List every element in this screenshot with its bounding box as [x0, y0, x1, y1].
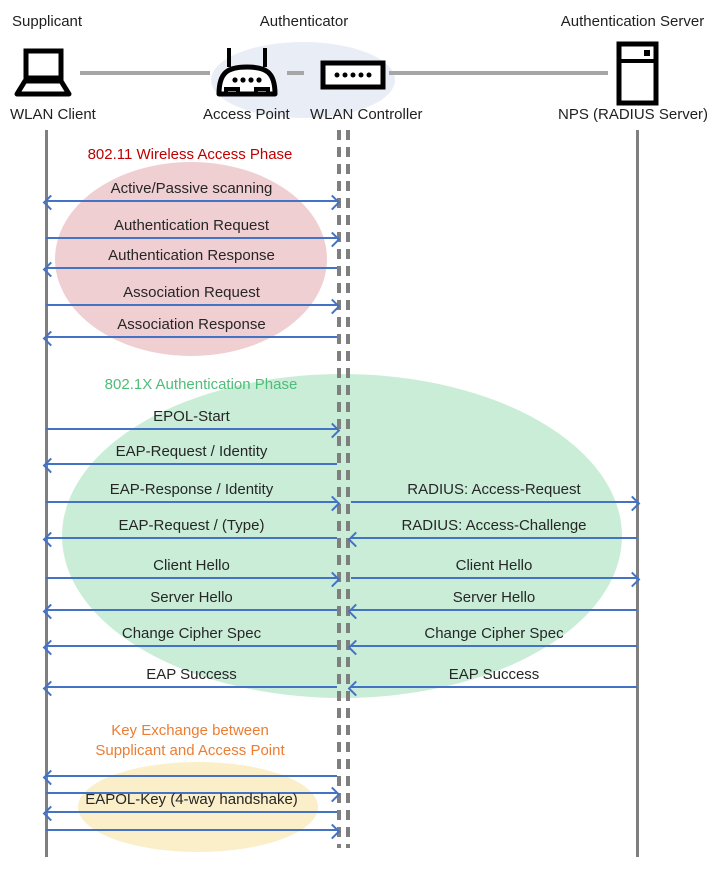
arrow-line — [351, 537, 637, 539]
arrow-line — [46, 686, 337, 688]
phase-ellipse-key-exchange — [78, 762, 318, 852]
arrow-line — [351, 501, 637, 503]
message-label: EPOL-Start — [153, 408, 230, 425]
auth-server-role-label: Authentication Server — [560, 13, 705, 30]
wlan-controller-label: WLAN Controller — [310, 106, 423, 123]
arrow-line — [46, 501, 337, 503]
authenticator-lifeline-dashed-left — [337, 130, 341, 848]
message-label: RADIUS: Access-Request — [407, 481, 581, 498]
arrow-line — [351, 686, 637, 688]
arrow-line — [46, 577, 337, 579]
connector-ap-to-controller — [287, 71, 304, 75]
arrow-line — [46, 267, 337, 269]
message-label: Authentication Request — [113, 217, 270, 234]
supplicant-role-label: Supplicant — [12, 13, 83, 30]
phase-ellipse-80211 — [55, 162, 327, 356]
connector-controller-to-server — [389, 71, 608, 75]
message-label: Association Response — [117, 316, 266, 333]
arrowhead-right-icon — [324, 823, 341, 839]
arrow-line — [46, 811, 337, 813]
arrow-line — [46, 336, 337, 338]
arrow-line — [46, 609, 337, 611]
nps-radius-server-label: NPS (RADIUS Server) — [558, 106, 709, 123]
server-icon — [616, 41, 660, 106]
message-label: EAP-Request / (Type) — [118, 517, 265, 534]
arrow-line — [46, 304, 337, 306]
phase-title-key-exchange: Key Exchange between Supplicant and Acce… — [84, 721, 296, 761]
arrow-line — [46, 775, 337, 777]
access-point-icon — [212, 44, 282, 101]
arrow-line — [351, 645, 637, 647]
message-label: Change Cipher Spec — [121, 625, 262, 642]
authenticator-lifeline-dashed-right — [346, 130, 350, 848]
phase-title-key-line1: Key Exchange between — [111, 722, 269, 739]
message-label: Client Hello — [455, 557, 533, 574]
message-label: Active/Passive scanning — [110, 180, 273, 197]
message-label: EAP-Response / Identity — [109, 481, 274, 498]
connector-client-to-ap — [80, 71, 210, 75]
message-label: EAP-Request / Identity — [115, 443, 268, 460]
message-label: EAP Success — [448, 666, 540, 683]
authenticator-role-label: Authenticator — [259, 13, 349, 30]
message-label: EAPOL-Key (4-way handshake) — [85, 791, 298, 808]
wlan-client-label: WLAN Client — [10, 106, 96, 123]
supplicant-lifeline — [45, 130, 48, 857]
message-label: EAP Success — [146, 666, 237, 683]
laptop-icon — [10, 48, 76, 98]
phase-title-8021x: 802.1X Authentication Phase — [104, 376, 298, 393]
message-label: Client Hello — [153, 557, 230, 574]
arrow-line — [46, 428, 337, 430]
arrow-line — [46, 829, 337, 831]
message-label: Server Hello — [150, 589, 233, 606]
arrow-line — [351, 609, 637, 611]
access-point-label: Access Point — [203, 106, 290, 123]
message-label: Change Cipher Spec — [424, 625, 564, 642]
message-label: Authentication Response — [108, 247, 275, 264]
arrow-line — [351, 577, 637, 579]
arrow-line — [46, 200, 337, 202]
arrow-line — [46, 237, 337, 239]
auth-server-lifeline — [636, 130, 639, 857]
arrowhead-left-icon — [42, 769, 59, 785]
wlan-controller-icon — [320, 60, 386, 90]
arrow-line — [46, 645, 337, 647]
message-label: RADIUS: Access-Challenge — [401, 517, 587, 534]
arrow-line — [46, 463, 337, 465]
arrow-line — [46, 792, 337, 794]
phase-title-80211: 802.11 Wireless Access Phase — [87, 146, 293, 163]
arrow-line — [46, 537, 337, 539]
phase-title-key-line2: Supplicant and Access Point — [95, 742, 285, 759]
message-label: Association Request — [123, 284, 260, 301]
message-label: Server Hello — [452, 589, 536, 606]
